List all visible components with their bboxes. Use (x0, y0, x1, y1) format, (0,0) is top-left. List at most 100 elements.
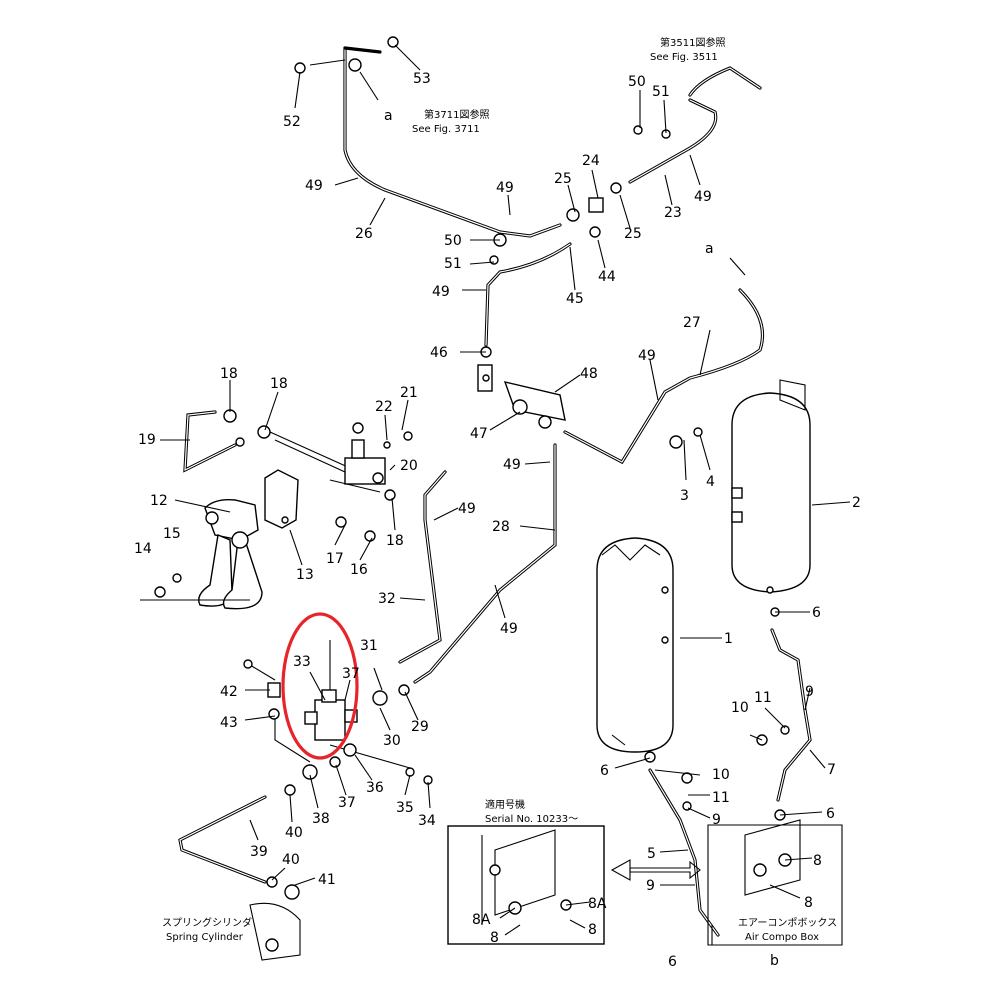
label-8A-b: 8A (588, 896, 607, 912)
label-49h: 49 (500, 621, 518, 637)
pipe-9 (770, 628, 812, 802)
label-51b: 51 (652, 84, 670, 100)
label-50b: 50 (628, 74, 646, 90)
label-16: 16 (350, 562, 368, 578)
label-49e: 49 (638, 348, 656, 364)
label-27: 27 (683, 315, 701, 331)
reference-notes: 第3711図参照 See Fig. 3711 第3511図参照 See Fig.… (162, 36, 837, 943)
letter-a-right: a (705, 241, 714, 257)
ref-fig3711-jp: 第3711図参照 (424, 108, 489, 121)
pipe-23 (628, 66, 762, 184)
label-4: 4 (706, 474, 715, 490)
label-3: 3 (680, 488, 689, 504)
label-8A-a: 8A (472, 912, 491, 928)
pipe-lower-links (249, 664, 411, 769)
air-tank-2 (731, 379, 811, 594)
pipe-28 (413, 443, 557, 684)
label-34: 34 (418, 813, 436, 829)
label-40b: 40 (282, 852, 300, 868)
air-tank-1 (596, 537, 674, 753)
pipe-19 (183, 410, 237, 473)
label-10a: 10 (731, 700, 749, 716)
label-47: 47 (470, 426, 488, 442)
label-36: 36 (366, 780, 384, 796)
ref-fig3711-en: See Fig. 3711 (412, 124, 480, 135)
label-18a: 18 (220, 366, 238, 382)
label-6d: 6 (668, 954, 677, 970)
small-fittings (154, 36, 790, 900)
label-8-inset-a: 8 (490, 930, 499, 946)
label-28: 28 (492, 519, 510, 535)
label-26: 26 (355, 226, 373, 242)
label-11a: 11 (754, 690, 772, 706)
label-21: 21 (400, 385, 418, 401)
label-38: 38 (312, 811, 330, 827)
label-2: 2 (852, 495, 861, 511)
label-30: 30 (383, 733, 401, 749)
label-35: 35 (396, 800, 414, 816)
pipe-27 (563, 288, 765, 465)
label-44: 44 (598, 269, 616, 285)
horn-12 (198, 498, 263, 610)
label-1: 1 (724, 631, 733, 647)
label-5: 5 (647, 846, 656, 862)
label-51a: 51 (444, 256, 462, 272)
label-31: 31 (360, 638, 378, 654)
pipe-32 (398, 470, 447, 664)
leader-lines (140, 44, 851, 945)
label-15: 15 (163, 526, 181, 542)
label-25a: 25 (554, 171, 572, 187)
ref-fig3511-jp: 第3511図参照 (660, 36, 725, 49)
label-6c: 6 (826, 806, 835, 822)
label-49b: 49 (496, 180, 514, 196)
pipe-tank-rear (269, 431, 381, 493)
air-box-caption-en: Air Compo Box (745, 932, 819, 943)
spring-caption-jp: スプリングシリンダ (162, 916, 252, 929)
spring-caption-en: Spring Cylinder (166, 932, 244, 943)
label-6b: 6 (600, 763, 609, 779)
label-6a: 6 (812, 605, 821, 621)
label-22: 22 (375, 399, 393, 415)
label-9c: 9 (646, 878, 655, 894)
label-41: 41 (318, 872, 336, 888)
pipe-5 (648, 768, 720, 937)
label-39: 39 (250, 844, 268, 860)
label-17: 17 (326, 551, 344, 567)
valve-33-highlighted (304, 640, 358, 741)
label-18c: 18 (386, 533, 404, 549)
label-8a: 8 (813, 853, 822, 869)
label-9b: 9 (712, 812, 721, 828)
bracket-13 (264, 469, 299, 529)
label-9a: 9 (805, 684, 814, 700)
label-49f: 49 (503, 457, 521, 473)
label-33: 33 (293, 654, 311, 670)
label-32: 32 (378, 591, 396, 607)
label-45: 45 (566, 291, 584, 307)
label-48: 48 (580, 366, 598, 382)
label-50a: 50 (444, 233, 462, 249)
label-11b: 11 (712, 790, 730, 806)
label-29: 29 (411, 719, 429, 735)
pipe-39 (178, 795, 267, 884)
valve-20 (344, 439, 386, 485)
label-7: 7 (827, 762, 836, 778)
label-49g: 49 (458, 501, 476, 517)
pipe-45 (484, 242, 572, 347)
label-18b: 18 (270, 376, 288, 392)
label-25b: 25 (624, 226, 642, 242)
pipe-26 (343, 46, 562, 238)
label-14: 14 (134, 541, 152, 557)
ref-fig3511-en: See Fig. 3511 (650, 52, 718, 63)
label-10b: 10 (712, 767, 730, 783)
label-19: 19 (138, 432, 156, 448)
label-24: 24 (582, 153, 600, 169)
label-12: 12 (150, 493, 168, 509)
highlight-ellipse (281, 612, 359, 760)
label-49d: 49 (432, 284, 450, 300)
label-49c: 49 (694, 189, 712, 205)
label-8-inset-b: 8 (588, 922, 597, 938)
spring-cylinder (249, 902, 301, 961)
label-42: 42 (220, 684, 238, 700)
label-40a: 40 (285, 825, 303, 841)
